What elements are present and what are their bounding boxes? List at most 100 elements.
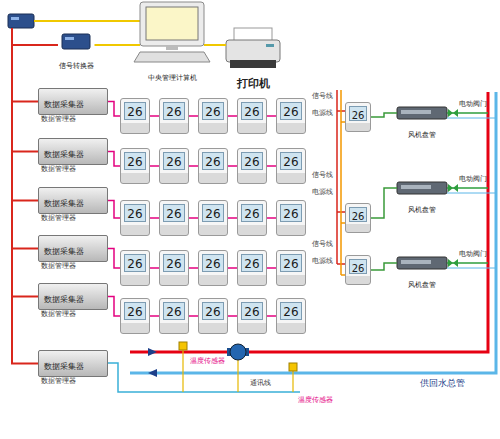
valve-symbol — [448, 184, 458, 192]
label-text: 电动阀门 — [459, 251, 487, 258]
device-led — [65, 37, 74, 40]
node-text: 数据采集器 — [44, 151, 84, 160]
thermostat: 26 — [120, 200, 150, 236]
printer-tray — [230, 60, 276, 68]
node-text: 26 — [283, 256, 298, 272]
thermostat: 26 — [198, 148, 228, 184]
thermostat-display: 26 — [241, 204, 263, 222]
monitor-stand — [166, 46, 178, 50]
wire — [228, 267, 237, 269]
node-text: 数据采集器 — [44, 101, 84, 110]
thermostat-display: 26 — [241, 302, 263, 320]
keyboard — [134, 52, 210, 62]
thermostat: 26 — [120, 98, 150, 134]
thermostat-display: 26 — [124, 152, 146, 170]
node-text: 26 — [205, 104, 220, 120]
label-text: 电动阀门 — [459, 101, 487, 108]
label-text: 供回水总管 — [420, 378, 465, 388]
wire — [204, 44, 226, 46]
node-text: 26 — [166, 206, 181, 222]
node-text: 26 — [283, 154, 298, 170]
thermostat: 26 — [120, 298, 150, 334]
thermostat: 26 — [198, 298, 228, 334]
temperature-sensor — [179, 342, 187, 350]
data-manager: 数据采集器数据管理器 — [38, 235, 108, 262]
thermostat: 26 — [159, 98, 189, 134]
node-text: 26 — [166, 154, 181, 170]
fan-coil: 风机盘管 — [397, 181, 447, 216]
node-subtext: 数据管理器 — [41, 166, 76, 173]
signal-converter: 信号转换器 — [58, 34, 95, 72]
node-text: 中央管理计算机 — [148, 74, 197, 82]
wire — [189, 315, 198, 317]
node-text: 26 — [127, 154, 142, 170]
thermostat: 26 — [276, 200, 306, 236]
node-text: 26 — [205, 304, 220, 320]
thermostat-display: 26 — [124, 204, 146, 222]
fan-coil-icon — [397, 182, 447, 194]
thermostat: 26 — [237, 200, 267, 236]
thermostat-display: 26 — [163, 204, 185, 222]
node-text: 26 — [244, 304, 259, 320]
thermostat: 26 — [237, 148, 267, 184]
node-text: 26 — [283, 206, 298, 222]
fan-coil-grille — [401, 260, 431, 264]
thermostat-display: 26 — [349, 207, 367, 222]
wire — [108, 297, 120, 317]
fan-coil: 风机盘管 — [397, 256, 447, 291]
node-text: 风机盘管 — [408, 132, 436, 139]
wire — [150, 165, 159, 167]
node-text: 26 — [244, 256, 259, 272]
thermostat-display: 26 — [202, 152, 224, 170]
node-text: 26 — [244, 206, 259, 222]
comm-line — [108, 363, 300, 392]
thermostat-display: 26 — [280, 254, 302, 272]
wire — [150, 217, 159, 219]
printer: 打印机 — [226, 25, 280, 91]
pipe-return — [130, 92, 496, 373]
node-text: 26 — [283, 104, 298, 120]
data-manager: 数据采集器数据管理器 — [38, 138, 108, 165]
data-manager: 数据采集器数据管理器 — [38, 283, 108, 310]
pipe-supply — [130, 92, 488, 352]
wire — [150, 315, 159, 317]
label-text: 电源线 — [312, 189, 333, 196]
node-text: 26 — [352, 210, 365, 223]
monitor — [140, 2, 204, 46]
flow-meter — [230, 344, 246, 360]
fan-coil-icon — [397, 257, 447, 269]
label-text: 电动阀门 — [459, 176, 487, 183]
wire — [189, 217, 198, 219]
label-text: 信号线 — [312, 93, 333, 100]
thermostat-display: 26 — [280, 102, 302, 120]
fan-coil: 风机盘管 — [397, 106, 447, 141]
thermostat-display: 26 — [280, 152, 302, 170]
node-text: 26 — [127, 304, 142, 320]
node-text: 26 — [127, 256, 142, 272]
data-manager: 数据采集器数据管理器 — [38, 187, 108, 214]
temperature-sensor — [289, 363, 297, 371]
thermostat-display: 26 — [124, 302, 146, 320]
node-text: 信号转换器 — [59, 62, 94, 70]
thermostat: 26 — [345, 203, 371, 233]
node-text: 26 — [166, 256, 181, 272]
node-subtext: 数据管理器 — [41, 311, 76, 318]
valve-line — [447, 118, 496, 268]
node-text: 打印机 — [237, 78, 270, 91]
wire — [150, 267, 159, 269]
thermostat: 26 — [345, 102, 371, 132]
thermostat-display: 26 — [202, 254, 224, 272]
node-subtext: 数据管理器 — [41, 116, 76, 123]
thermostat: 26 — [237, 298, 267, 334]
label-text: 通讯线 — [250, 379, 271, 387]
wire — [371, 263, 397, 270]
thermostat: 26 — [159, 250, 189, 286]
node-text: 26 — [244, 104, 259, 120]
node-text: 26 — [127, 206, 142, 222]
wire — [108, 102, 120, 117]
node-text: 26 — [205, 154, 220, 170]
wire — [267, 267, 276, 269]
thermostat-display: 26 — [349, 259, 367, 274]
node-subtext: 数据管理器 — [41, 215, 76, 222]
central-computer: 中央管理计算机 — [140, 0, 204, 84]
